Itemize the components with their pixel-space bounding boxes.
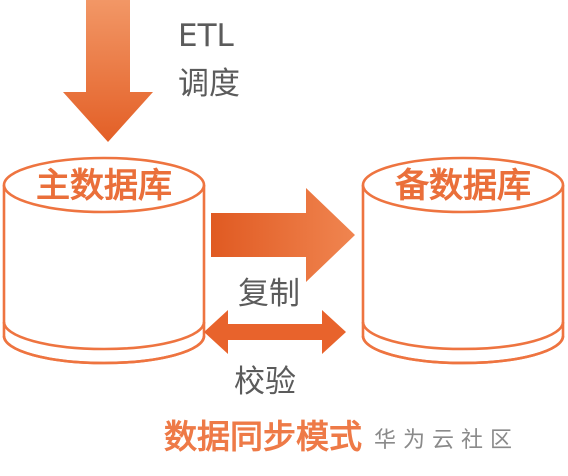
replicate-arrow-right-icon bbox=[211, 188, 355, 282]
etl-arrow-down-icon bbox=[63, 0, 153, 142]
primary-database-icon bbox=[2, 156, 206, 365]
etl-label-line2: 调度 bbox=[178, 66, 240, 102]
primary-db-label: 主数据库 bbox=[36, 166, 172, 206]
standby-db-label: 备数据库 bbox=[395, 166, 531, 206]
verify-double-arrow-icon bbox=[204, 310, 346, 354]
watermark-text: 华 为 云 社 区 bbox=[374, 428, 512, 453]
diagram-title: 数据同步模式 bbox=[164, 417, 362, 456]
verify-label: 校验 bbox=[234, 364, 296, 400]
standby-database-icon bbox=[361, 156, 565, 365]
etl-label-line1: ETL bbox=[178, 18, 235, 54]
replicate-label: 复制 bbox=[238, 276, 300, 312]
